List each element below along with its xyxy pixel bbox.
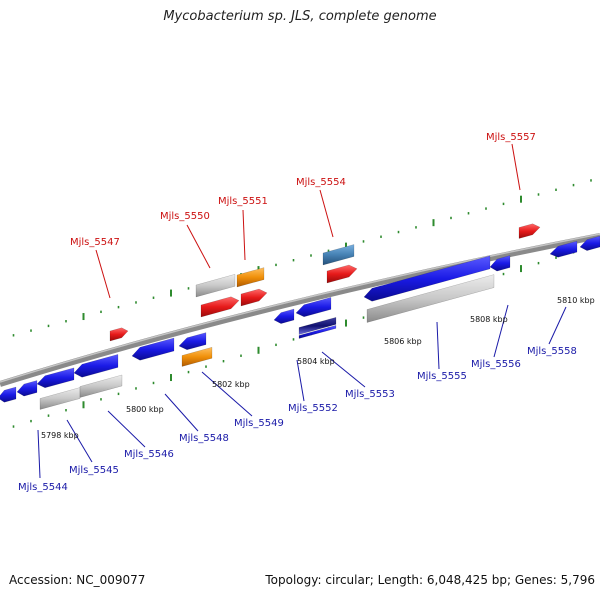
gene-arrow-reverse[interactable] [489,255,511,272]
leader-forward [511,143,521,191]
gene-arrow-reverse[interactable] [363,255,491,302]
scale-label: 5798 kbp [41,431,79,440]
gene-label-reverse[interactable]: Mjls_5544 [18,482,68,493]
leader-reverse [201,371,253,417]
gene-box-orange[interactable] [181,346,213,367]
leader-reverse [107,410,146,448]
gene-label-forward[interactable]: Mjls_5554 [296,177,346,188]
gene-label-reverse[interactable]: Mjls_5556 [471,359,521,370]
gene-label-reverse[interactable]: Mjls_5545 [69,465,119,476]
gene-arrow-reverse[interactable] [0,386,17,403]
gene-arrow-forward[interactable] [326,264,358,284]
gene-label-reverse[interactable]: Mjls_5548 [179,433,229,444]
gene-arrow-reverse[interactable] [295,297,332,318]
gene-label-reverse[interactable]: Mjls_5552 [288,403,338,414]
gene-box-gray[interactable] [366,274,495,323]
gene-arrow-reverse[interactable] [273,308,295,324]
gene-label-reverse[interactable]: Mjls_5549 [234,418,284,429]
gene-arrow-reverse[interactable] [178,332,207,351]
gene-label-forward[interactable]: Mjls_5547 [70,237,120,248]
gene-arrow-reverse[interactable] [549,240,578,258]
chromosome-backbone-highlight [0,233,600,383]
gene-arrow-reverse[interactable] [579,235,600,251]
gene-features [0,223,600,410]
gene-arrow-forward[interactable] [200,296,240,318]
leader-reverse [436,321,440,370]
leader-reverse [321,351,366,388]
gene-arrow-forward[interactable] [109,327,129,342]
scale-label: 5800 kbp [126,405,164,414]
scale-label: 5806 kbp [384,337,422,346]
leader-forward [242,209,246,261]
gene-box-gray[interactable] [39,387,81,410]
leader-reverse [37,429,41,479]
leader-reverse [548,306,567,345]
label-leader-lines [37,143,567,479]
gene-arrow-reverse[interactable] [16,380,38,397]
gene-label-reverse[interactable]: Mjls_5555 [417,371,467,382]
gene-label-reverse[interactable]: Mjls_5558 [527,346,577,357]
scale-label: 5808 kbp [470,315,508,324]
gene-box-gray[interactable] [79,374,123,398]
gene-arrow-reverse[interactable] [131,337,175,361]
leader-reverse [164,393,199,432]
gene-box-navy-underline[interactable] [298,324,337,339]
gene-box-navy[interactable] [298,316,337,335]
scale-label: 5804 kbp [297,357,335,366]
scale-label: 5802 kbp [212,380,250,389]
gene-box-steel[interactable] [322,244,355,266]
genome-title: Mycobacterium sp. JLS, complete genome [163,9,437,24]
accession-label: Accession: NC_009077 [9,573,146,587]
leader-reverse [493,304,509,358]
leader-reverse [66,419,93,463]
topology-label: Topology: circular; Length: 6,048,425 bp… [265,573,595,587]
gene-arrow-forward[interactable] [518,223,541,239]
chromosome-backbone [0,233,600,387]
gene-box-orange[interactable] [236,267,265,288]
gene-label-forward[interactable]: Mjls_5557 [486,132,536,143]
gene-box-gray[interactable] [195,273,236,298]
scale-label: 5810 kbp [557,296,595,305]
gene-arrow-reverse[interactable] [36,367,75,389]
gene-arrow-reverse[interactable] [73,354,119,378]
gene-label-forward[interactable]: Mjls_5550 [160,211,210,222]
leader-forward [186,224,211,269]
leader-forward [95,249,111,299]
leader-forward [319,189,334,238]
leader-reverse [296,359,305,402]
gene-arrow-forward[interactable] [240,288,268,307]
gene-label-forward[interactable]: Mjls_5551 [218,196,268,207]
gene-label-reverse[interactable]: Mjls_5553 [345,389,395,400]
gene-label-reverse[interactable]: Mjls_5546 [124,449,174,460]
